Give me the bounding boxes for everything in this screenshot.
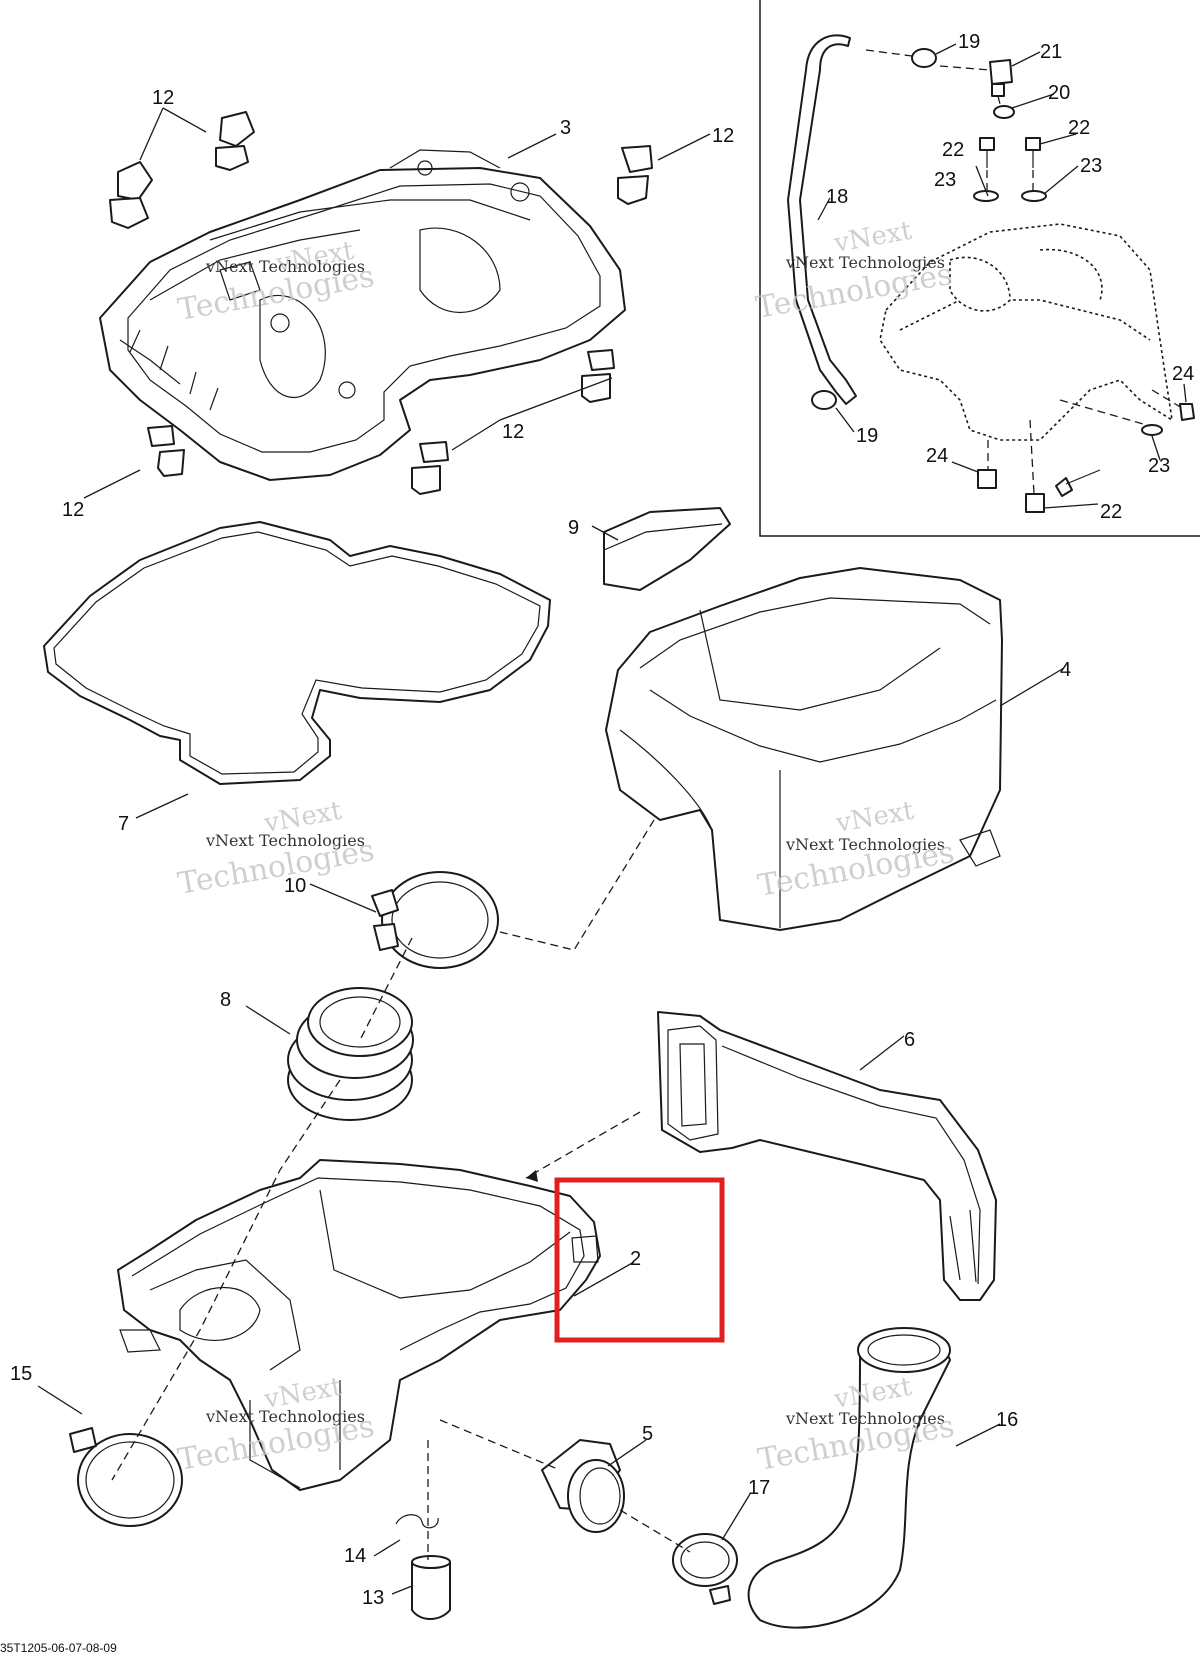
callout-20: 20 bbox=[1048, 82, 1070, 104]
callout-18: 18 bbox=[826, 186, 848, 208]
callout-23: 23 bbox=[934, 169, 956, 191]
inset-part-20-grommet bbox=[993, 105, 1015, 119]
inset-panel bbox=[759, 0, 1200, 537]
callout-6: 6 bbox=[904, 1029, 915, 1051]
inset-air-box-assembly bbox=[879, 223, 1174, 441]
leader-lines bbox=[37, 43, 1187, 1595]
arrow-head bbox=[526, 1170, 538, 1182]
callout-24: 24 bbox=[1172, 363, 1194, 385]
watermark-3-label: vNext Technologies bbox=[205, 831, 365, 850]
callout-19: 19 bbox=[958, 31, 980, 53]
inset-part-18-hose bbox=[787, 34, 857, 405]
watermark-5-label: vNext Technologies bbox=[205, 1407, 365, 1426]
part-14-clip bbox=[395, 1514, 439, 1529]
drawing-code: 35T1205-06-07-08-09 bbox=[0, 1641, 117, 1655]
watermark-1-label: vNext Technologies bbox=[205, 257, 365, 276]
callout-8: 8 bbox=[220, 989, 231, 1011]
part-8-sleeve bbox=[287, 987, 414, 1121]
part-15-clamp bbox=[69, 1427, 183, 1527]
callout-9: 9 bbox=[568, 517, 579, 539]
part-2-air-box-base bbox=[117, 1159, 601, 1491]
assembly-lines bbox=[111, 49, 1183, 1560]
inset-part-22-screws bbox=[979, 137, 1101, 497]
callout-14: 14 bbox=[344, 1545, 366, 1567]
watermark-2-label: vNext Technologies bbox=[785, 253, 945, 272]
callout-21: 21 bbox=[1040, 41, 1062, 63]
callout-22: 22 bbox=[1068, 117, 1090, 139]
part-16-hose bbox=[747, 1327, 951, 1629]
highlight-box bbox=[554, 1177, 725, 1343]
callout-19: 19 bbox=[856, 425, 878, 447]
callout-labels: 12 3 12 12 12 19 21 20 22 22 23 23 18 24… bbox=[10, 31, 1194, 1609]
part-9-pad bbox=[603, 507, 731, 591]
callout-23: 23 bbox=[1148, 455, 1170, 477]
part-3-air-silencer-cover bbox=[99, 149, 626, 481]
callout-24: 24 bbox=[926, 445, 948, 467]
callout-22: 22 bbox=[942, 139, 964, 161]
callout-15: 15 bbox=[10, 1363, 32, 1385]
part-4-filter-housing bbox=[605, 567, 1003, 931]
callout-16: 16 bbox=[996, 1409, 1018, 1431]
part-10-clamp bbox=[371, 871, 499, 969]
inset-part-23-washers bbox=[973, 190, 1163, 436]
callout-3: 3 bbox=[560, 117, 571, 139]
callout-2: 2 bbox=[630, 1248, 641, 1270]
callout-17: 17 bbox=[748, 1477, 770, 1499]
inset-part-24-nuts bbox=[977, 403, 1195, 513]
part-13-plug bbox=[411, 1555, 451, 1620]
callout-12: 12 bbox=[712, 125, 734, 147]
part-5-flange bbox=[541, 1439, 625, 1533]
callout-13: 13 bbox=[362, 1587, 384, 1609]
callout-10: 10 bbox=[284, 875, 306, 897]
part-6-intake-duct bbox=[657, 1011, 997, 1301]
part-12-clips bbox=[109, 111, 653, 495]
callout-12: 12 bbox=[502, 421, 524, 443]
callout-12: 12 bbox=[62, 499, 84, 521]
inset-part-21-fitting bbox=[989, 59, 1013, 97]
inset-part-19-clamp bbox=[811, 48, 937, 410]
callout-22: 22 bbox=[1100, 501, 1122, 523]
callout-7: 7 bbox=[118, 813, 129, 835]
watermark-4-label: vNext Technologies bbox=[785, 835, 945, 854]
callout-23: 23 bbox=[1080, 155, 1102, 177]
part-17-clamp bbox=[672, 1533, 738, 1605]
watermark-6-label: vNext Technologies bbox=[785, 1409, 945, 1428]
callout-5: 5 bbox=[642, 1423, 653, 1445]
callout-4: 4 bbox=[1060, 659, 1071, 681]
part-7-gasket bbox=[43, 521, 551, 785]
callout-12: 12 bbox=[152, 87, 174, 109]
